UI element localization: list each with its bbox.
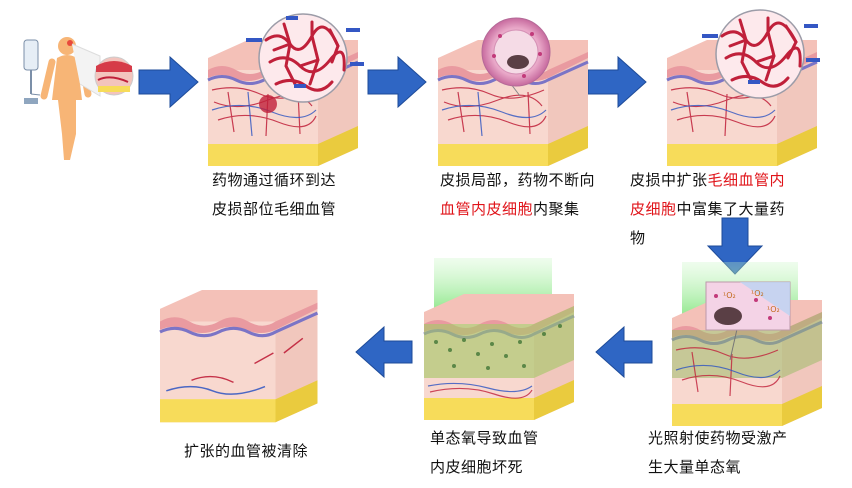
skin-block-step6 bbox=[422, 292, 576, 422]
o2-labels: ¹O₂ ¹O₂ ¹O₂ bbox=[723, 289, 780, 314]
caption-text: 皮损局部，药物不断向 bbox=[440, 171, 596, 189]
arrow-2-3 bbox=[367, 55, 427, 109]
skin-block-step3 bbox=[436, 38, 590, 168]
caption-step6: 扩张的血管被清除 bbox=[184, 437, 308, 466]
caption-text: 物 bbox=[630, 229, 646, 247]
caption-text: 皮损中扩张 bbox=[630, 171, 708, 189]
patient-figure bbox=[23, 37, 101, 160]
o2-label: ¹O₂ bbox=[767, 305, 780, 314]
vessel-zoom-circle-step2 bbox=[246, 13, 364, 103]
caption-highlight: 毛细血管内 bbox=[707, 171, 786, 189]
caption-step4: 光照射使药物受激产生大量单态氧 bbox=[648, 424, 788, 482]
arrow-1-2 bbox=[138, 55, 199, 109]
caption-step5: 单态氧导致血管内皮细胞坏死 bbox=[430, 424, 539, 482]
caption-text: 内聚集 bbox=[533, 200, 580, 218]
caption-text: 内皮细胞坏死 bbox=[430, 458, 524, 476]
skin-inset-small bbox=[94, 56, 134, 96]
arrow-4-down bbox=[706, 217, 764, 275]
o2-label: ¹O₂ bbox=[723, 291, 736, 300]
o2-label: ¹O₂ bbox=[751, 289, 764, 298]
skin-block-step5 bbox=[670, 298, 824, 428]
caption-text: 皮损部位毛细血管 bbox=[212, 200, 337, 218]
caption-highlight: 血管内皮细胞 bbox=[440, 200, 534, 218]
arrow-3-4 bbox=[587, 55, 647, 109]
caption-text: 光照射使药物受激产 bbox=[648, 429, 788, 447]
caption-text: 中富集了大量药 bbox=[676, 200, 786, 218]
caption-text: 扩张的血管被清除 bbox=[184, 442, 309, 460]
caption-step3: 皮损中扩张毛细血管内皮细胞中富集了大量药物 bbox=[630, 166, 785, 253]
cell-zoom-circle-step3 bbox=[481, 17, 551, 97]
vessel-zoom-circle-step4 bbox=[702, 9, 820, 99]
arrow-4-5 bbox=[595, 325, 653, 379]
caption-highlight: 皮细胞 bbox=[630, 200, 677, 218]
caption-text: 药物通过循环到达 bbox=[212, 171, 337, 189]
arrow-5-6 bbox=[355, 325, 413, 379]
singlet-oxygen-inset bbox=[705, 281, 791, 361]
caption-step2: 皮损局部，药物不断向血管内皮细胞内聚集 bbox=[440, 166, 595, 224]
caption-text: 生大量单态氧 bbox=[648, 458, 742, 476]
skin-block-step7 bbox=[158, 288, 320, 424]
caption-step1: 药物通过循环到达皮损部位毛细血管 bbox=[212, 166, 336, 224]
caption-text: 单态氧导致血管 bbox=[430, 429, 539, 447]
